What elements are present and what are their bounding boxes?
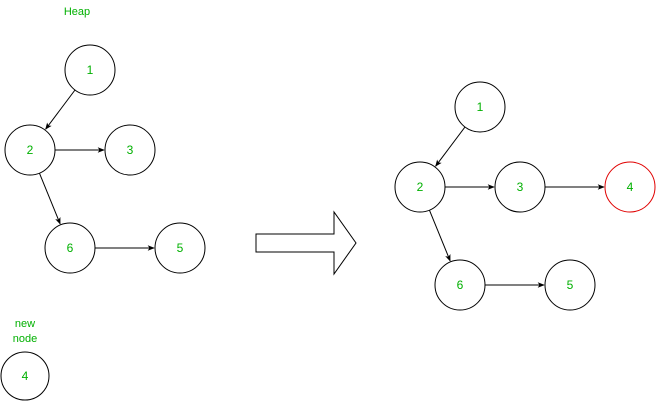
right-edges — [428, 126, 605, 288]
edge-R2-to-R6 — [428, 209, 451, 262]
node-label-L2: 2 — [27, 143, 34, 157]
node-circle-L2 — [4, 124, 56, 176]
node-circle-L1 — [64, 44, 116, 96]
node-label-L6: 6 — [67, 241, 74, 255]
edge-L1-to-L2 — [45, 89, 76, 130]
node-circle-L6 — [44, 222, 96, 274]
right-nodes: 1 2 3 4 6 5 — [394, 81, 656, 311]
node-circle-R4 — [604, 161, 656, 213]
node-label-L5: 5 — [177, 241, 184, 255]
node-label-L1: 1 — [87, 63, 94, 77]
node-circle-L5 — [154, 222, 206, 274]
node-label-R6: 6 — [457, 278, 464, 292]
node-circle-R3 — [494, 161, 546, 213]
new-node-caption-line1: new — [15, 318, 35, 330]
left-heap-diagram: Heap 1 2 3 6 5 — [4, 6, 206, 274]
node-label-R5: 5 — [567, 278, 574, 292]
edge-R1-to-R2 — [435, 126, 466, 167]
node-circle-R1 — [454, 81, 506, 133]
right-heap-diagram: 1 2 3 4 6 5 — [394, 81, 656, 311]
node-circle-R5 — [544, 259, 596, 311]
node-label-R2: 2 — [417, 180, 424, 194]
node-circle-R2 — [394, 161, 446, 213]
node-label-R3: 3 — [517, 180, 524, 194]
new-node-circle — [0, 351, 50, 401]
node-label-L3: 3 — [127, 143, 134, 157]
node-circle-L3 — [104, 124, 156, 176]
edge-L2-to-L6 — [38, 172, 61, 225]
right-arrow-icon — [255, 210, 357, 276]
left-nodes: 1 2 3 6 5 — [4, 44, 206, 274]
left-edges — [38, 89, 155, 251]
new-node-label: 4 — [22, 369, 29, 383]
node-label-R4: 4 — [627, 180, 634, 194]
new-node-group: new node 4 — [0, 318, 50, 401]
node-circle-R6 — [434, 259, 486, 311]
node-label-R1: 1 — [477, 100, 484, 114]
heap-title: Heap — [64, 6, 90, 18]
new-node-caption-line2: node — [13, 333, 37, 345]
